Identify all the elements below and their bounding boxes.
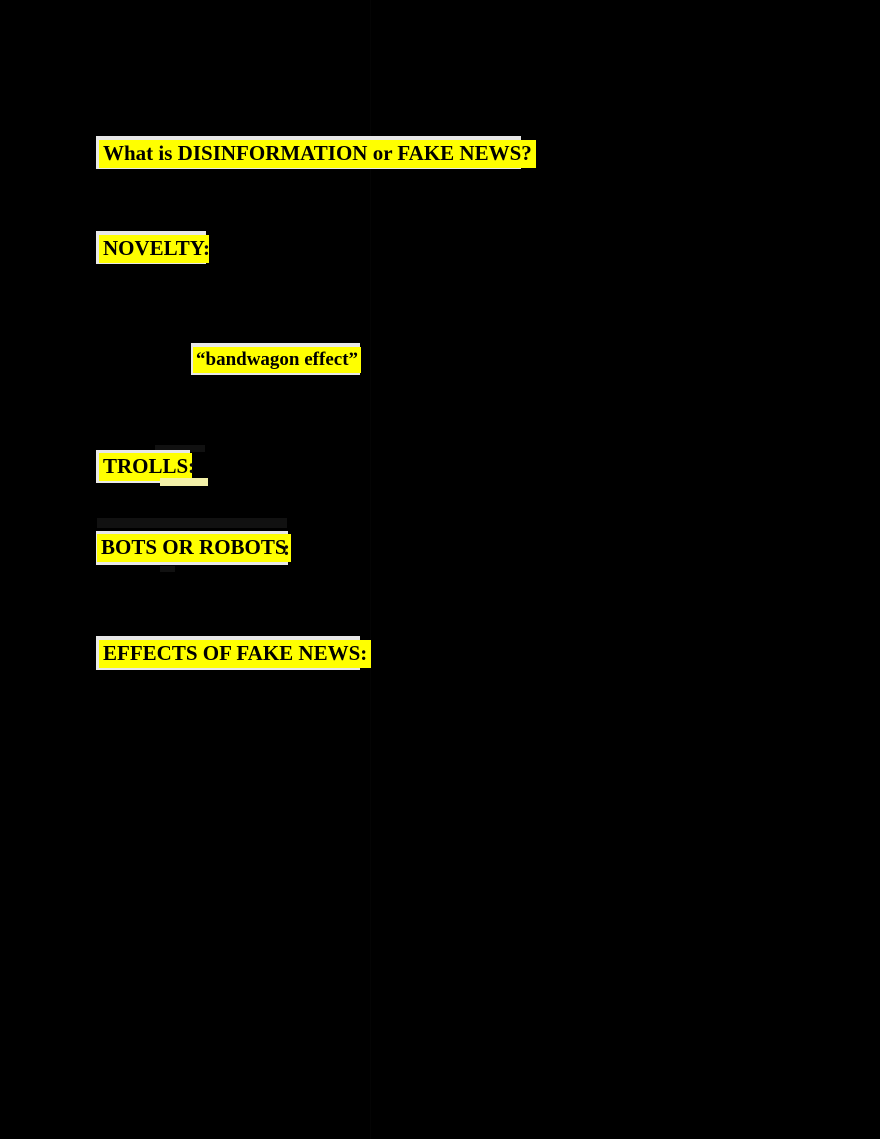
bots-preceding-row-artifact	[97, 518, 287, 528]
body-text-after-bots	[99, 578, 779, 626]
term-bandwagon-effect: “bandwagon effect”	[193, 347, 362, 373]
heading-trolls: TROLLS	[99, 453, 193, 481]
body-text-after-novelty	[99, 272, 779, 340]
heading-effects-of-fake-news: EFFECTS OF FAKE NEWS:	[99, 640, 372, 668]
page-seam-artifact	[370, 0, 371, 1139]
heading-novelty: NOVELTY	[99, 235, 209, 263]
body-text-after-bandwagon	[99, 378, 779, 442]
heading-what-is-disinformation: What is DISINFORMATION or FAKE NEWS?	[99, 140, 536, 168]
trolls-colon: :	[188, 454, 195, 478]
bots-colon: :	[283, 536, 290, 560]
bots-following-row-artifact	[160, 566, 175, 572]
trolls-preceding-row-artifact	[155, 445, 205, 452]
trolls-highlight-residue	[160, 478, 208, 486]
heading-bots-or-robots: BOTS OR ROBOTS	[97, 534, 291, 562]
body-text-after-effects	[99, 684, 779, 1064]
body-text-after-title	[99, 178, 779, 222]
novelty-colon: :	[203, 236, 210, 260]
